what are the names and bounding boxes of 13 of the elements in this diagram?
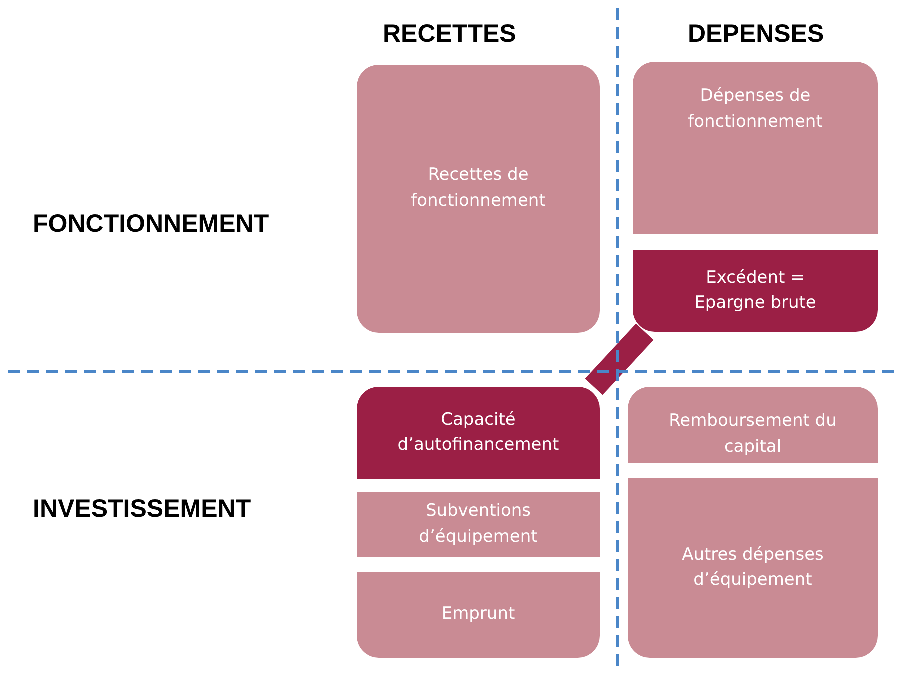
budget-box: Recettes de fonctionnement <box>357 65 600 333</box>
budget-box: Emprunt <box>357 572 600 658</box>
budget-box: Subventions d’équipement <box>357 492 600 557</box>
budget-box: Capacité d’autofinancement <box>357 387 600 479</box>
column-heading: RECETTES <box>383 20 516 49</box>
budget-box: Dépenses de fonctionnement <box>633 62 878 234</box>
budget-box: Excédent = Epargne brute <box>633 250 878 332</box>
row-heading: INVESTISSEMENT <box>33 495 252 524</box>
row-heading: FONCTIONNEMENT <box>33 210 270 239</box>
column-heading: DEPENSES <box>688 20 824 49</box>
budget-box: Remboursement du capital <box>628 387 878 463</box>
connector-band <box>585 324 654 396</box>
budget-box: Autres dépenses d’équipement <box>628 478 878 658</box>
